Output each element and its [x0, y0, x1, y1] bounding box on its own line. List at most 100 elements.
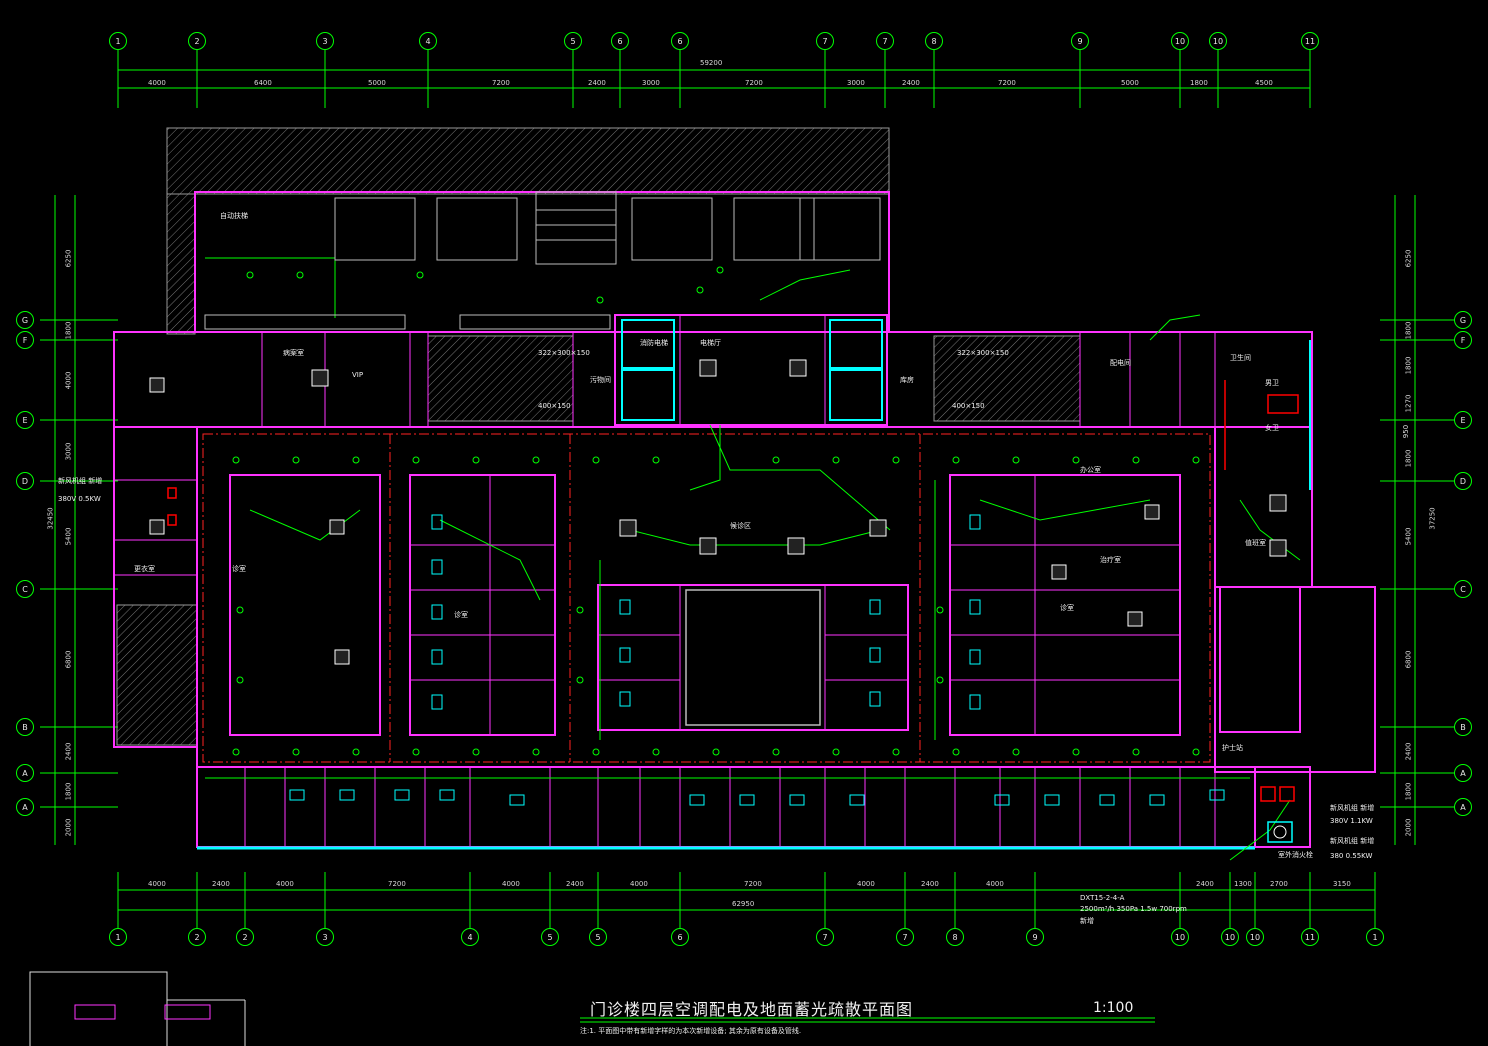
grid-bubble-top-10: 8	[925, 32, 943, 50]
grid-bubble-bottom-7: 5	[589, 928, 607, 946]
room-label-toilet: 卫生间	[1230, 354, 1251, 362]
dim-bottom-14: 2700	[1270, 880, 1288, 888]
fire-zone-line	[202, 433, 1211, 763]
dim-bottom-4: 7200	[388, 880, 406, 888]
grid-bubble-right-C: C	[1454, 580, 1472, 598]
dim-bottom-11: 4000	[986, 880, 1004, 888]
grid-bubble-bottom-2: 2	[188, 928, 206, 946]
equipment-units	[149, 359, 1287, 665]
dim-top-11: 5000	[1121, 79, 1139, 87]
fire-pump-icon	[1273, 825, 1287, 839]
grid-bubble-right-A1: A	[1454, 764, 1472, 782]
grid-bubble-right-A2: A	[1454, 798, 1472, 816]
dim-left-9: 2000	[64, 818, 73, 837]
grid-bubble-bottom-3: 2	[236, 928, 254, 946]
grid-bubble-left-F: F	[16, 331, 34, 349]
footnote: 注:1. 平面图中带有新增字样的为本次新增设备; 其余为原有设备及管线.	[580, 1027, 802, 1035]
room-label-nurse: 护士站	[1222, 744, 1243, 752]
grid-bubble-left-D: D	[16, 472, 34, 490]
spec-line-1: DXT15-2-4-A	[1080, 894, 1125, 902]
roof-hatch-left	[166, 193, 196, 335]
building-walls	[113, 191, 1376, 848]
room-label-clinic-3: 诊室	[1060, 604, 1074, 612]
grid-bubble-left-E: E	[16, 411, 34, 429]
dim-top-2: 6400	[254, 79, 272, 87]
room-label-dirty: 污物间	[590, 376, 611, 384]
dim-right-6: 1800	[1404, 449, 1413, 468]
dim-right-8: 6800	[1404, 650, 1413, 669]
grid-bubble-top-1: 1	[109, 32, 127, 50]
ahu-right2-power: 380 0.55KW	[1330, 852, 1373, 860]
dim-top-9: 2400	[902, 79, 920, 87]
dim-left-8: 1800	[64, 782, 73, 801]
grid-bubble-bottom-11: 8	[946, 928, 964, 946]
grid-bubble-top-8: 7	[816, 32, 834, 50]
dim-bottom-9: 4000	[857, 880, 875, 888]
dim-bottom-3: 4000	[276, 880, 294, 888]
grid-bubble-bottom-13: 10	[1171, 928, 1189, 946]
fire-pump-box	[1267, 821, 1293, 843]
dim-right-5: 950	[1402, 424, 1411, 439]
ahu-right2-label: 新风机组 新增	[1330, 837, 1375, 845]
grid-bubble-bottom-10: 7	[896, 928, 914, 946]
grid-bubble-bottom-5: 4	[461, 928, 479, 946]
dim-left-total: 32450	[46, 507, 55, 530]
dim-left-1: 6250	[64, 249, 73, 268]
dim-bottom-6: 2400	[566, 880, 584, 888]
dim-top-3: 5000	[368, 79, 386, 87]
dim-right-9: 2400	[1404, 742, 1413, 761]
drawing-scale: 1:100	[1093, 1000, 1134, 1016]
dim-top-total: 59200	[700, 59, 723, 67]
spec-line-2: 2500m³/h 350Pa 1.5w 700rpm	[1080, 905, 1187, 913]
grid-bubble-left-C: C	[16, 580, 34, 598]
dim-bottom-7: 4000	[630, 880, 648, 888]
spec-line-3: 新增	[1080, 917, 1094, 925]
dim-left-3: 4000	[64, 371, 73, 390]
dim-top-1: 4000	[148, 79, 166, 87]
room-label-changing: 更衣室	[134, 565, 155, 573]
dim-bottom-10: 2400	[921, 880, 939, 888]
light-fixtures	[232, 266, 1200, 756]
duct-label-3: 400×150	[538, 402, 571, 410]
dim-left-2: 1800	[64, 321, 73, 340]
grid-bubble-top-12: 10	[1171, 32, 1189, 50]
elevator-shafts	[621, 319, 883, 421]
grid-bubble-left-A1: A	[16, 764, 34, 782]
room-label-escalator: 自动扶梯	[220, 212, 248, 220]
dim-top-10: 7200	[998, 79, 1016, 87]
dim-bottom-1: 4000	[148, 880, 166, 888]
dim-right-11: 2000	[1404, 818, 1413, 837]
grid-bubble-bottom-9: 7	[816, 928, 834, 946]
stair-hatch-left	[116, 604, 198, 746]
grid-bubble-top-6: 6	[611, 32, 629, 50]
grid-bubble-bottom-17: 1	[1366, 928, 1384, 946]
dim-right-7: 5400	[1404, 527, 1413, 546]
room-label-records: 病案室	[283, 349, 304, 357]
stair-hatch-right	[933, 335, 1081, 422]
seating-grid	[204, 191, 881, 330]
roof-hatch	[166, 127, 890, 195]
grid-bubble-bottom-8: 6	[671, 928, 689, 946]
side-dimension-lines	[40, 195, 1455, 845]
grid-bubble-top-7: 6	[671, 32, 689, 50]
dim-left-4: 3000	[64, 442, 73, 461]
room-label-treatment: 治疗室	[1100, 556, 1121, 564]
dim-top-12: 1800	[1190, 79, 1208, 87]
dim-left-7: 2400	[64, 742, 73, 761]
room-label-vip: VIP	[352, 371, 364, 379]
dim-top-13: 4500	[1255, 79, 1273, 87]
dim-right-4: 1270	[1404, 394, 1413, 413]
dim-bottom-12: 2400	[1196, 880, 1214, 888]
legend-fragment	[29, 971, 246, 1046]
room-label-electrical: 配电间	[1110, 359, 1131, 367]
grid-bubble-bottom-6: 5	[541, 928, 559, 946]
grid-bubble-top-14: 11	[1301, 32, 1319, 50]
grid-bubble-top-4: 4	[419, 32, 437, 50]
dim-top-5: 2400	[588, 79, 606, 87]
dim-right-3: 1800	[1404, 356, 1413, 375]
grid-bubble-bottom-14: 10	[1221, 928, 1239, 946]
dim-bottom-total: 62950	[732, 900, 755, 908]
ahu-right-power: 380V 1.1KW	[1330, 817, 1373, 825]
dim-top-4: 7200	[492, 79, 510, 87]
